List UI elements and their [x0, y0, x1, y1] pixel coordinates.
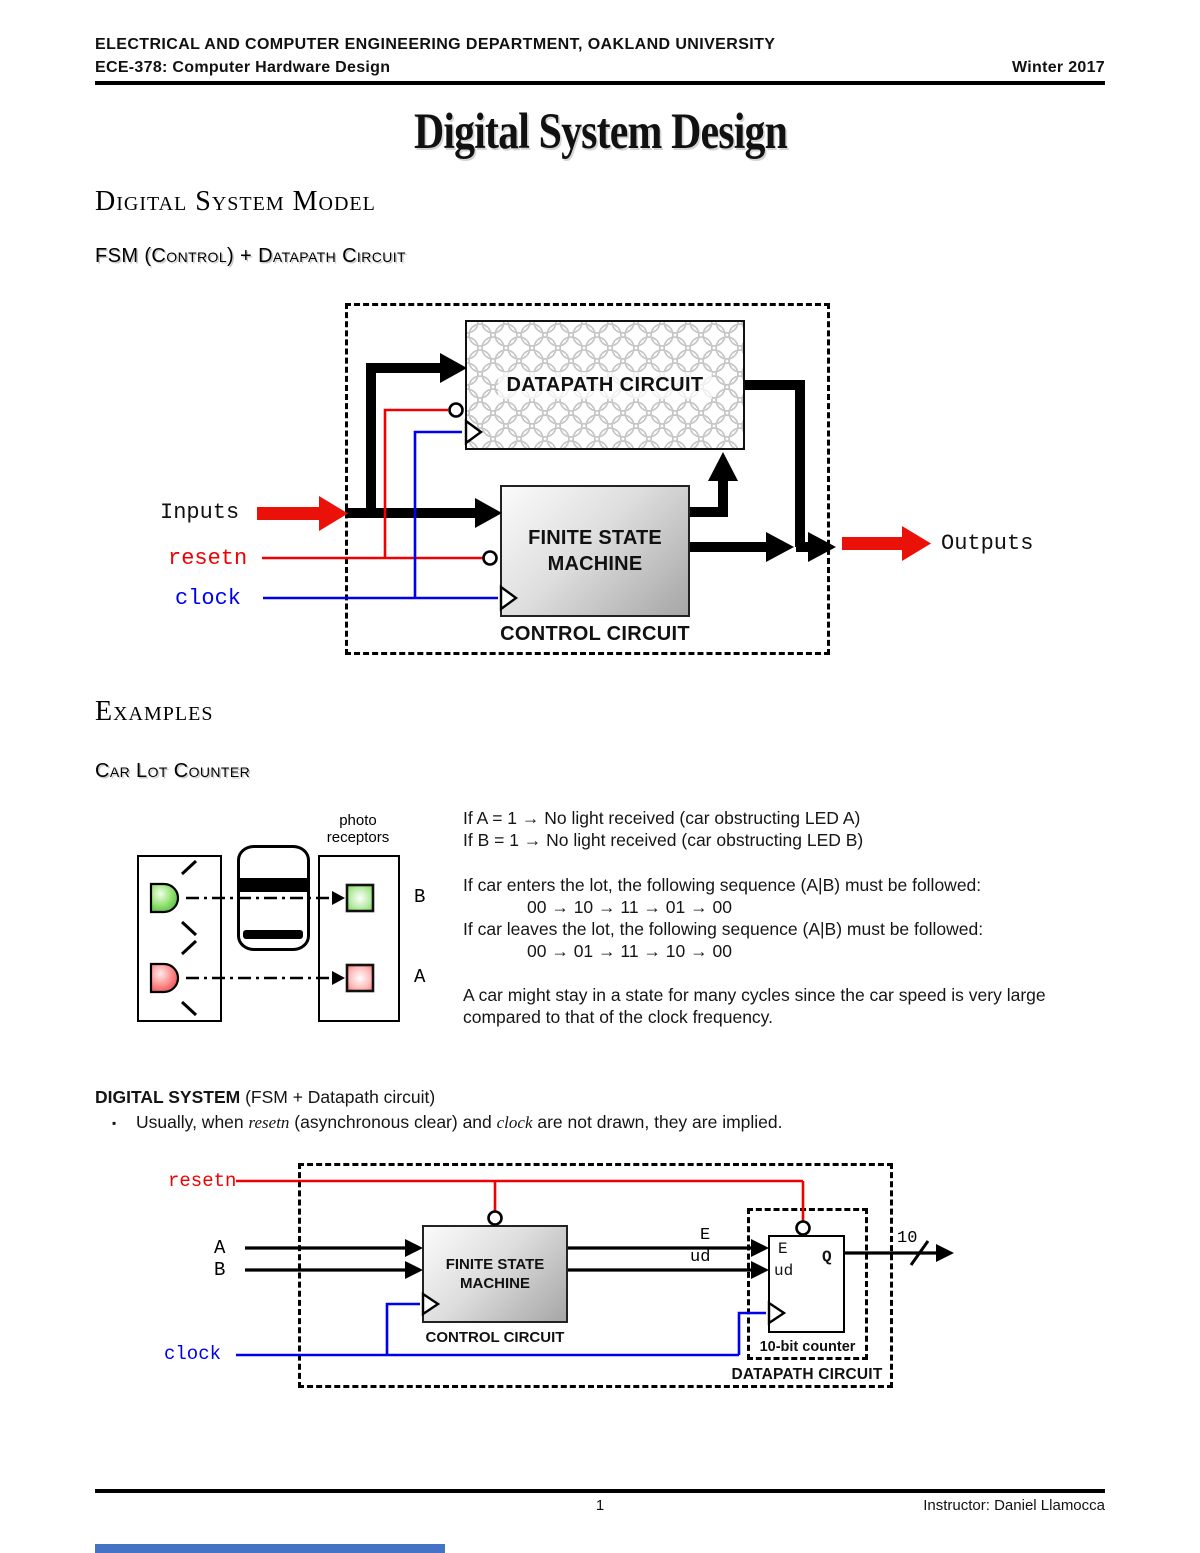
- header-term: Winter 2017: [1012, 59, 1105, 76]
- heading-digital-system-model: Digital System Model: [95, 186, 376, 217]
- fsm2-label-line1: FINITE STATE: [445, 1256, 545, 1273]
- bullet-icon: ▪: [112, 1116, 117, 1130]
- counter-label: 10-bit counter: [759, 1339, 856, 1355]
- counter-q-port: Q: [822, 1248, 832, 1266]
- b-label: B: [214, 1259, 226, 1281]
- carlot-line: If car leaves the lot, the following seq…: [463, 919, 984, 939]
- datapath-circuit-box: DATAPATH CIRCUIT: [465, 320, 745, 450]
- car-rear-window: [243, 930, 303, 939]
- diagram-car-lot-system: FINITE STATE MACHINE CONTROL CIRCUIT E u…: [0, 1155, 1200, 1405]
- page-bottom-blue-bar: [95, 1544, 445, 1553]
- system-boundary-box: [345, 303, 830, 655]
- counter-boundary-box: [747, 1208, 868, 1360]
- car-lot-diagram: photo receptors: [0, 810, 1200, 1048]
- control-circuit-label: CONTROL CIRCUIT: [500, 623, 690, 645]
- datapath-circuit-label-2: DATAPATH CIRCUIT: [731, 1366, 883, 1383]
- receptor-box: [318, 855, 400, 1022]
- signal-b-label: B: [414, 886, 426, 908]
- inputs-label: Inputs: [160, 500, 240, 525]
- system-boundary-box-2: [298, 1163, 893, 1388]
- carlot-sequence: 00 → 01 → 11 → 10 → 00: [527, 941, 732, 961]
- page-number: 1: [595, 1497, 605, 1514]
- ud-wire-label: ud: [690, 1248, 711, 1267]
- carlot-line: If B = 1 → No light received (car obstru…: [463, 830, 864, 850]
- diagram-digital-system-model: DATAPATH CIRCUIT FINITE STATE MACHINE CO…: [0, 300, 1200, 665]
- signal-a-label: A: [414, 966, 426, 988]
- counter-box: E ud Q: [768, 1235, 845, 1333]
- datapath-circuit-label: DATAPATH CIRCUIT: [498, 371, 712, 399]
- header-course-row: ECE-378: Computer Hardware Design Winter…: [95, 59, 1105, 77]
- counter-e-port: E: [778, 1240, 788, 1258]
- header-course: ECE-378: Computer Hardware Design: [95, 59, 391, 76]
- digital-system-block: DIGITAL SYSTEM (FSM + Datapath circuit) …: [95, 1086, 1105, 1135]
- header-rule: [95, 81, 1105, 85]
- car-top-view: [237, 845, 310, 951]
- fsm-label-line2: MACHINE: [547, 553, 643, 575]
- car-windshield: [240, 878, 307, 892]
- led-box: [137, 855, 222, 1022]
- outputs-arrow: [842, 526, 931, 561]
- clock-label: clock: [175, 586, 242, 611]
- e-wire-label: E: [700, 1226, 711, 1245]
- fsm-label-line1: FINITE STATE: [528, 527, 662, 549]
- resetn-label-2: resetn: [168, 1170, 237, 1192]
- heading-car-lot-counter: Car Lot Counter: [95, 760, 251, 782]
- bus-width-label: 10: [897, 1229, 918, 1248]
- a-label: A: [214, 1237, 226, 1259]
- photo-receptors-label: photo receptors: [326, 812, 390, 846]
- control-circuit-label-2: CONTROL CIRCUIT: [425, 1329, 565, 1346]
- counter-ud-port: ud: [774, 1262, 794, 1280]
- finite-state-machine-box: FINITE STATE MACHINE: [500, 485, 690, 617]
- footer-rule: [95, 1489, 1105, 1493]
- fsm2-label-line2: MACHINE: [460, 1275, 530, 1292]
- carlot-sequence: 00 → 10 → 11 → 01 → 00: [527, 897, 732, 917]
- clock-label-2: clock: [164, 1343, 222, 1365]
- carlot-line: If A = 1 → No light received (car obstru…: [463, 808, 861, 828]
- heading-examples: Examples: [95, 696, 214, 727]
- resetn-label: resetn: [168, 546, 248, 571]
- footer-instructor: Instructor: Daniel Llamocca: [923, 1497, 1105, 1514]
- digital-system-heading: DIGITAL SYSTEM (FSM + Datapath circuit): [95, 1087, 436, 1107]
- digital-system-bullet: ▪Usually, when resetn (asynchronous clea…: [95, 1111, 1105, 1135]
- carlot-note: A car might stay in a state for many cyc…: [463, 985, 1046, 1027]
- carlot-line: If car enters the lot, the following seq…: [463, 875, 982, 895]
- inputs-arrow: [257, 496, 348, 531]
- outputs-label: Outputs: [941, 531, 1034, 556]
- header-department: ELECTRICAL AND COMPUTER ENGINEERING DEPA…: [95, 36, 776, 53]
- page-title: Digital System Design: [413, 104, 787, 160]
- heading-fsm-control-datapath: FSM (Control) + Datapath Circuit: [95, 245, 406, 267]
- finite-state-machine-box-2: FINITE STATE MACHINE: [422, 1225, 568, 1323]
